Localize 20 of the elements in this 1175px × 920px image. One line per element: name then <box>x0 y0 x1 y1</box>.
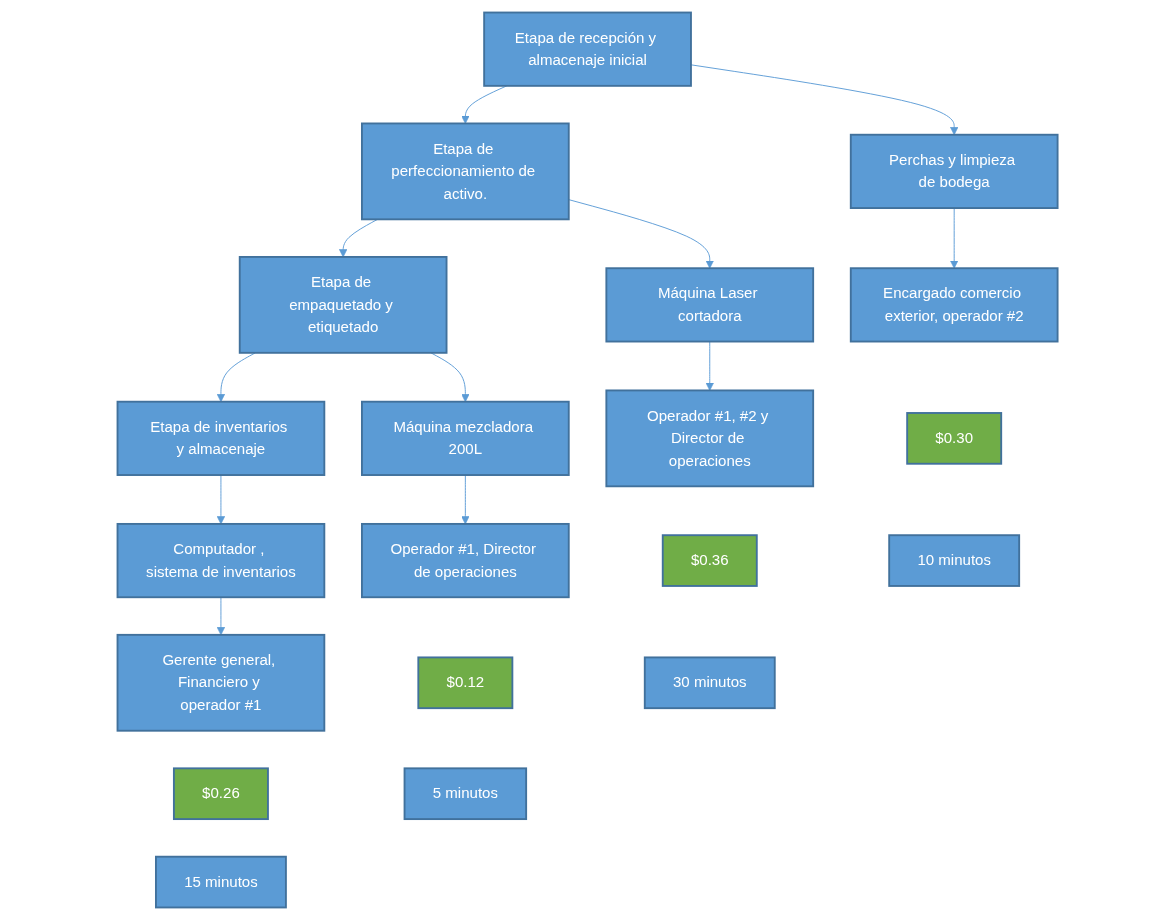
node-box: Perchas y limpieza de bodega <box>849 133 1059 209</box>
node-box: Máquina Laser cortadora <box>605 267 815 343</box>
node-box: 15 minutos <box>154 855 287 909</box>
node-box: $0.26 <box>172 767 269 821</box>
node-box: 10 minutos <box>888 534 1021 587</box>
node-box: 5 minutos <box>403 767 528 821</box>
node-box: $0.12 <box>417 656 514 710</box>
node-box: Etapa de inventarios y almacenaje <box>116 400 326 476</box>
node-box: Computador , sistema de inventarios <box>116 522 326 599</box>
node-box: Etapa de empaquetado y etiquetado <box>238 256 448 354</box>
node-box: Operador #1, Director de operaciones <box>360 522 570 599</box>
node-box: Gerente general, Financiero y operador #1 <box>116 633 326 732</box>
node-box: Etapa de perfeccionamiento de activo. <box>360 122 570 221</box>
node-box: Operador #1, #2 y Director de operaciones <box>605 389 815 488</box>
node-box: Encargado comercio exterior, operador #2 <box>849 267 1059 343</box>
node-box: 30 minutos <box>643 656 776 710</box>
node-box: $0.36 <box>661 534 758 587</box>
node-box: $0.30 <box>906 412 1003 465</box>
node-box: Máquina mezcladora 200L <box>360 400 570 476</box>
node-box: Etapa de recepción y almacenaje inicial <box>483 11 692 87</box>
